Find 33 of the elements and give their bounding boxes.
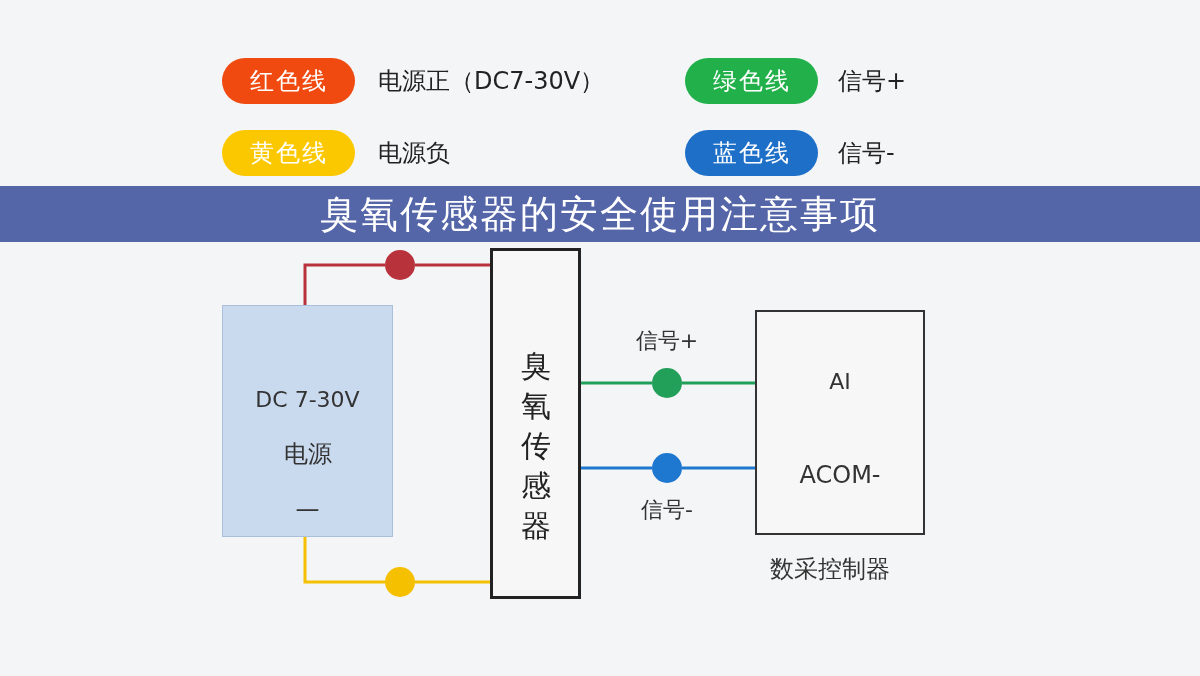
box-label: DC 7-30V (254, 387, 361, 412)
box-label: 电源 (282, 439, 333, 470)
wire (415, 580, 490, 584)
box-label: — (294, 495, 321, 523)
junction-dot (385, 567, 415, 597)
legend-pill: 绿色线 (685, 58, 818, 104)
wire (581, 381, 652, 385)
sensor-box (490, 248, 581, 599)
legend-description: 电源正（DC7-30V） (378, 66, 605, 97)
wire-label: 信号+ (635, 327, 699, 355)
title-banner: 臭氧传感器的安全使用注意事项 (0, 186, 1200, 242)
wire (682, 381, 755, 385)
box-caption: 数采控制器 (770, 554, 890, 585)
legend-description: 电源负 (378, 138, 450, 169)
legend-pill: 红色线 (222, 58, 355, 104)
junction-dot (652, 453, 682, 483)
legend-pill: 黄色线 (222, 130, 355, 176)
junction-dot (385, 250, 415, 280)
box-label: ACOM- (798, 461, 882, 489)
legend-description: 信号+ (838, 66, 907, 97)
legend-description: 信号- (838, 138, 895, 169)
sensor-label: 臭氧传感器 (520, 347, 552, 545)
wire (303, 263, 385, 305)
power-supply-box (222, 305, 393, 537)
box-label: AI (828, 369, 852, 394)
wire (682, 466, 755, 470)
junction-dot (652, 368, 682, 398)
controller-box (755, 310, 925, 535)
wire (303, 537, 385, 584)
wire (581, 466, 652, 470)
wire (415, 263, 490, 267)
wire-label: 信号- (641, 496, 693, 524)
legend-pill: 蓝色线 (685, 130, 818, 176)
